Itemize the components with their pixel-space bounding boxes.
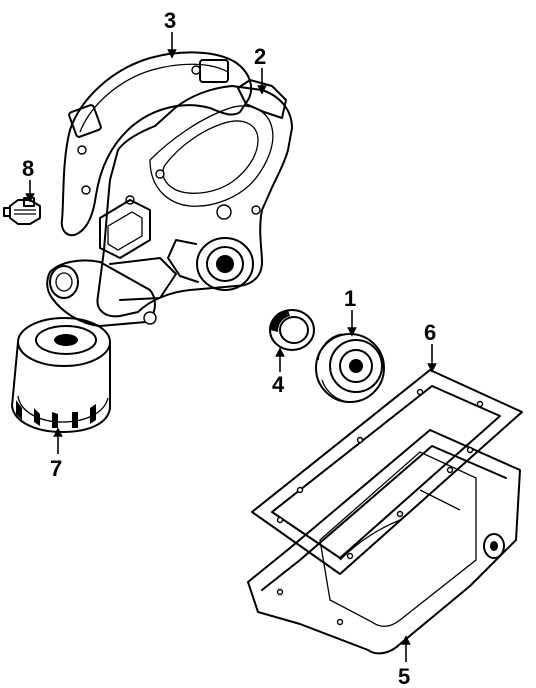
leader-lines bbox=[25, 32, 437, 662]
oil-pan bbox=[247, 429, 521, 655]
oil-filter bbox=[11, 317, 111, 433]
callout-5: 5 bbox=[398, 664, 410, 688]
callout-3: 3 bbox=[164, 8, 176, 33]
callout-2: 2 bbox=[254, 44, 266, 69]
callout-1: 1 bbox=[344, 286, 356, 311]
callout-6: 6 bbox=[424, 320, 436, 345]
front-crankshaft-seal bbox=[269, 309, 315, 351]
oil-pan-gasket bbox=[251, 369, 523, 575]
timing-cover bbox=[46, 79, 293, 327]
callout-4: 4 bbox=[272, 372, 285, 397]
callout-8: 8 bbox=[22, 156, 34, 181]
oil-pressure-sender bbox=[3, 197, 41, 225]
harmonic-balancer bbox=[315, 333, 385, 403]
callout-7: 7 bbox=[50, 456, 62, 481]
